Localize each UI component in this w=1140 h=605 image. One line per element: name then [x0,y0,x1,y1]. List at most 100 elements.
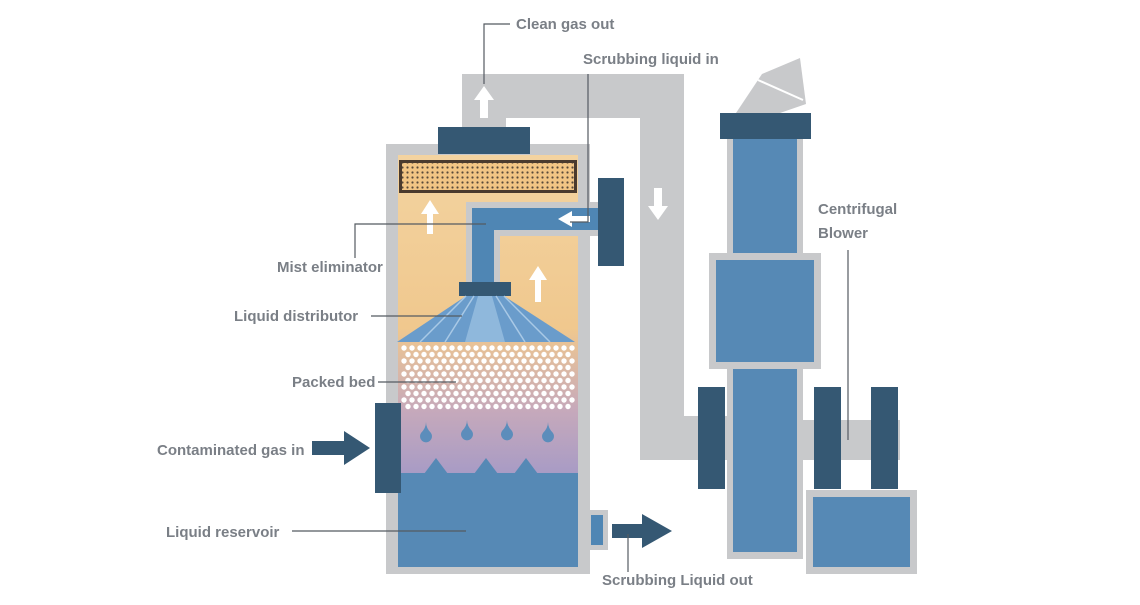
label-centrifugal: Centrifugal [818,201,897,218]
packing-element [493,364,499,371]
packing-element [405,390,411,397]
packing-element [409,358,415,364]
packing-element [537,371,543,377]
label-contaminated-gas-in: Contaminated gas in [157,442,305,459]
packing-element [437,403,443,410]
packing-element [485,364,491,371]
packing-element [469,351,475,358]
packing-element [517,377,523,384]
packing-element [569,345,575,351]
packing-element [481,384,487,390]
packing-element [569,371,575,377]
packing-element [497,384,503,390]
packing-element [541,364,547,371]
packing-element [453,351,459,358]
packing-element [485,390,491,397]
label-mist-eliminator: Mist eliminator [277,259,383,276]
packing-element [425,358,431,364]
packing-element [537,397,543,403]
packing-element [461,403,467,410]
packing-element [441,345,447,351]
packing-element [485,377,491,384]
motor-flange [871,387,898,489]
packing-element [457,358,463,364]
distributor-head [459,282,511,296]
packing-element [545,397,551,403]
packing-element [505,358,511,364]
packing-element [433,371,439,377]
packing-element [401,397,407,403]
packing-element [441,384,447,390]
packing-element [433,397,439,403]
packing-element [569,384,575,390]
packing-element [473,397,479,403]
packing-element [513,397,519,403]
packing-element [517,403,523,410]
packing-element [509,364,515,371]
packing-element [569,358,575,364]
packing-element [505,397,511,403]
packing-element [425,345,431,351]
packing-element [533,351,539,358]
leader-lines [292,23,849,572]
packing-element [505,345,511,351]
packing-element [477,364,483,371]
packing-element [529,358,535,364]
packing-element [421,364,427,371]
packing-element [557,403,563,410]
packing-element [497,371,503,377]
packing-element [509,351,515,358]
packing-element [485,403,491,410]
packing-element [473,384,479,390]
packing-element [493,377,499,384]
packing-element [529,345,535,351]
label-liquid-reservoir: Liquid reservoir [166,524,280,541]
packing-element [537,358,543,364]
packing-element [553,371,559,377]
packing-element [561,371,567,377]
packing-element [513,345,519,351]
packing-element [445,403,451,410]
packing-element [417,384,423,390]
packing-element [541,403,547,410]
blower-stack [698,58,917,574]
mist-eliminator [402,163,574,190]
leader-mist [354,223,486,258]
packing-element [529,371,535,377]
packing-element [457,397,463,403]
packing-element [553,397,559,403]
packing-element [501,351,507,358]
packing-element [437,351,443,358]
packing-element [445,351,451,358]
liquid-in-arrow [558,211,590,227]
liquid-out-arrow [612,514,672,548]
packing-element [549,351,555,358]
packing-element [545,384,551,390]
tower-up-arrow-left [421,200,439,234]
packing-element [409,345,415,351]
packing-element [513,358,519,364]
packing-element [417,397,423,403]
packing-element [429,390,435,397]
droplets [420,420,554,443]
packing-element [565,403,571,410]
packing-element [505,371,511,377]
packing-element [413,351,419,358]
packing-element [493,403,499,410]
liquid-outlet-inner [591,515,603,545]
packing-element [421,390,427,397]
packing-element [549,390,555,397]
packing-element [453,403,459,410]
packing-element [465,397,471,403]
duct-down-to-blower [640,74,684,460]
packing-element [449,384,455,390]
packing-element [509,403,515,410]
packing-element [453,390,459,397]
packing-element [485,351,491,358]
packing-element [477,403,483,410]
packing-element [461,390,467,397]
packing-element [481,358,487,364]
packing-element [545,345,551,351]
packing-element [565,390,571,397]
